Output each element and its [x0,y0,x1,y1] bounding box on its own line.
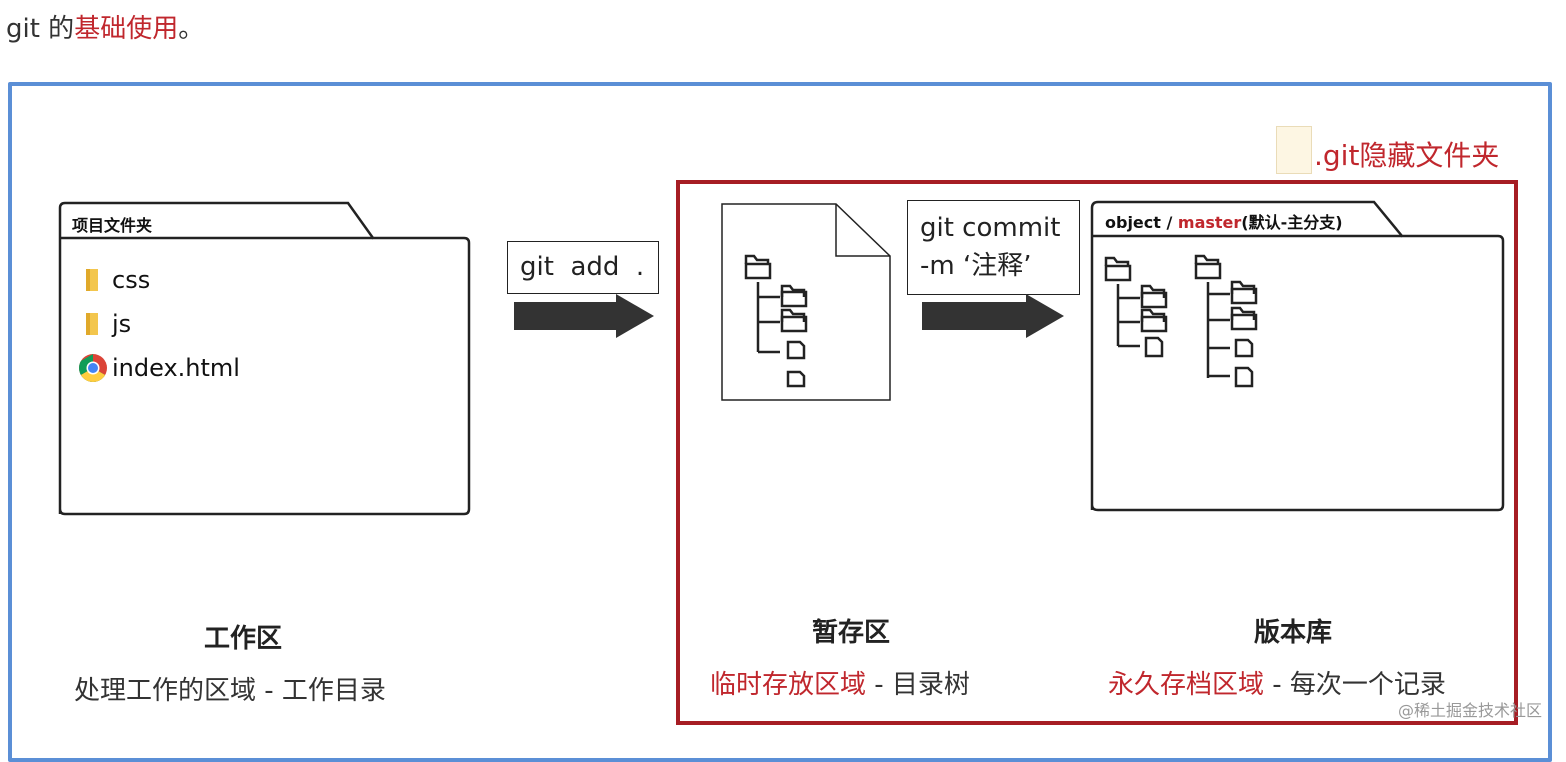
git-add-command: git add . [507,241,659,294]
heading-prefix: git 的 [6,14,75,44]
arrow-right-icon [514,294,654,338]
repo-area-desc: 永久存档区域 - 每次一个记录 [1108,664,1446,701]
git-folder-box [676,180,1518,725]
project-folder-tab: 项目文件夹 [72,216,153,235]
project-folder [58,201,471,516]
folder-icon [1276,126,1312,174]
stage-desc-rest: - 目录树 [866,670,970,700]
file-name: js [112,310,132,338]
project-file-list: css js index.html [78,258,240,390]
chrome-icon [78,353,112,383]
folder-icon [78,267,112,293]
repo-desc-highlight: 永久存档区域 [1108,670,1265,700]
repository-folder [1090,200,1505,512]
repository-folder-tab: object / master(默认-主分支) [1105,209,1343,233]
repo-area-title: 版本库 [1254,618,1333,648]
stage-area-desc: 临时存放区域 - 目录树 [710,664,970,701]
list-item: index.html [78,346,240,390]
commit-line-1: git commit [920,213,1061,243]
page-heading: git 的基础使用。 [6,8,204,45]
tab-note: (默认-主分支) [1241,213,1343,232]
heading-highlight: 基础使用 [74,14,179,44]
commit-line-2: -m ‘注释’ [920,251,1032,281]
file-name: css [112,266,151,294]
stage-desc-highlight: 临时存放区域 [710,670,867,700]
tab-object: object / [1105,213,1178,232]
folder-icon [78,311,112,337]
work-area-desc: 处理工作的区域 - 工作目录 [74,676,386,706]
git-commit-command: git commit -m ‘注释’ [907,200,1080,295]
repo-desc-rest: - 每次一个记录 [1264,670,1446,700]
staging-tree-document [721,203,891,401]
watermark: @稀土掘金技术社区 [1398,701,1543,720]
file-name: index.html [112,354,240,382]
list-item: css [78,258,240,302]
git-folder-label: .git隐藏文件夹 [1268,124,1558,174]
arrow-right-icon [922,294,1064,338]
tab-branch: master [1177,213,1242,232]
work-area-title: 工作区 [204,624,283,654]
list-item: js [78,302,240,346]
stage-area-title: 暂存区 [812,618,891,648]
heading-suffix: 。 [178,14,205,44]
git-folder-text: .git隐藏文件夹 [1314,139,1500,172]
